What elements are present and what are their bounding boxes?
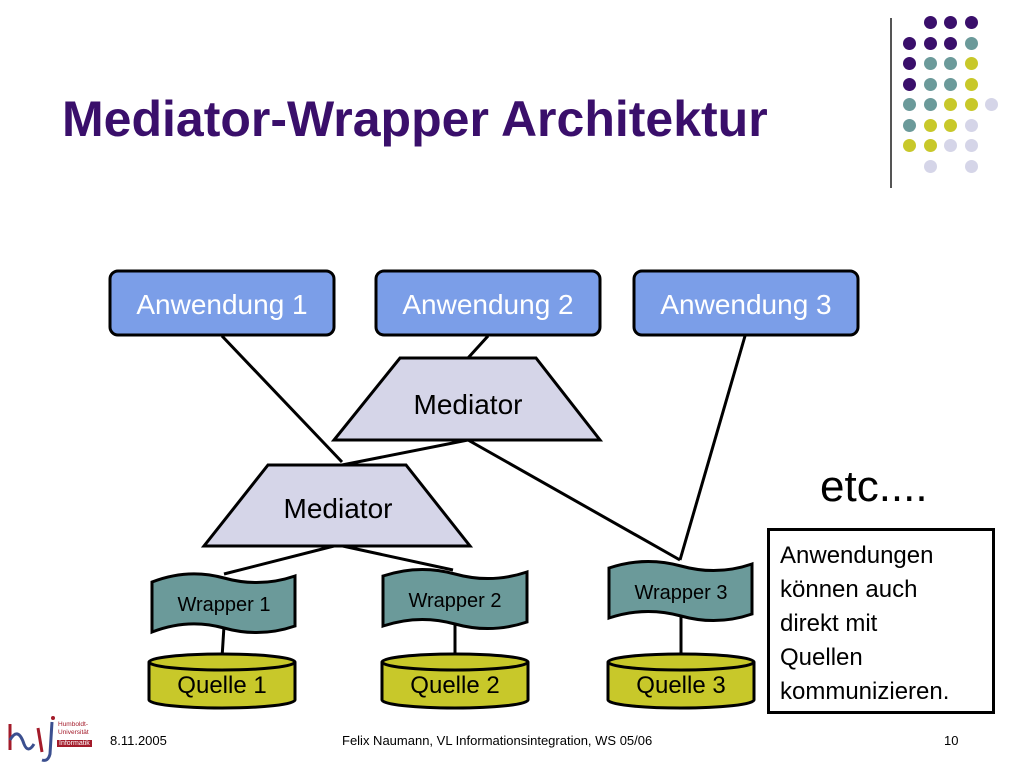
decorative-dot (944, 77, 957, 91)
application-3: Anwendung 3 (632, 269, 860, 337)
decorative-dot (944, 118, 957, 132)
note-line: Anwendungen (780, 542, 934, 569)
decorative-dot (944, 139, 957, 152)
decorative-dot (903, 57, 916, 70)
application-2-label: Anwendung 2 (402, 289, 573, 320)
note-line: können auch (780, 576, 918, 603)
slide-title: Mediator-Wrapper Architektur (62, 91, 768, 147)
decorative-dot (964, 118, 978, 132)
application-1-label: Anwendung 1 (136, 289, 307, 320)
etc-text: etc.... (820, 462, 928, 511)
decorative-dot (903, 98, 916, 111)
decorative-dot (923, 36, 937, 50)
decorative-dot (923, 57, 937, 70)
line-mediator1-mediator2 (341, 438, 469, 467)
decorative-dot (964, 98, 978, 111)
wrapper-3-label: Wrapper 3 (634, 582, 727, 604)
decorative-dot (944, 98, 957, 111)
note-line: direkt mit (780, 610, 878, 637)
mediator-upper-label: Mediator (414, 389, 523, 420)
note-box: Anwendungen können auch direkt mit Quell… (767, 528, 995, 714)
decorative-dot (923, 159, 937, 173)
decorative-dot (964, 139, 978, 152)
mediator-upper: Mediator (330, 356, 604, 442)
decorative-dot (964, 57, 978, 70)
line-app3-wrapper3 (678, 335, 747, 561)
logo-text-line2: Universität (58, 729, 89, 736)
decorative-dot (923, 16, 937, 29)
logo-text-line1: Humboldt- (58, 721, 88, 728)
decorative-dot (944, 57, 957, 70)
decorative-dot (944, 36, 957, 50)
decorative-dot (923, 77, 937, 91)
decorative-dot (923, 139, 937, 152)
decorative-dot (964, 36, 978, 50)
decorative-dot (964, 16, 978, 29)
wrapper-2: Wrapper 2 (381, 567, 529, 631)
wrapper-2-label: Wrapper 2 (408, 590, 501, 612)
decorative-dot (903, 118, 916, 132)
mediator-lower-label: Mediator (284, 493, 393, 524)
application-3-label: Anwendung 3 (660, 289, 831, 320)
university-logo (8, 716, 55, 762)
source-2: Quelle 2 (380, 652, 530, 710)
wrapper-1: Wrapper 1 (150, 572, 297, 635)
line-mediator2-wrapper2 (337, 543, 454, 572)
decorative-dot (964, 159, 978, 173)
source-3: Quelle 3 (606, 652, 756, 710)
decorative-dot (944, 16, 957, 29)
decorative-dot (923, 118, 937, 132)
wrapper-3: Wrapper 3 (607, 559, 754, 623)
decorative-dot (964, 77, 978, 91)
note-line: kommunizieren. (780, 678, 950, 705)
decorative-dot (985, 98, 998, 111)
mediator-lower: Mediator (200, 463, 474, 548)
logo-badge: Informatik (57, 740, 92, 747)
line-app2-mediator1 (466, 334, 490, 360)
connector-lines (220, 334, 747, 659)
source-3-label: Quelle 3 (636, 672, 725, 699)
application-1: Anwendung 1 (108, 269, 336, 337)
title-divider (890, 18, 892, 188)
footer-page-number: 10 (944, 733, 959, 748)
source-1: Quelle 1 (147, 652, 297, 710)
note-line: Quellen (780, 644, 863, 671)
decorative-dot (923, 98, 937, 111)
line-mediator2-wrapper1 (223, 543, 339, 576)
footer-center: Felix Naumann, VL Informationsintegratio… (342, 733, 653, 748)
decorative-dot (903, 77, 916, 91)
line-mediator1-wrapper3 (467, 438, 681, 562)
decorative-dot (903, 139, 916, 152)
wrapper-1-label: Wrapper 1 (177, 594, 270, 616)
decorative-dot (903, 36, 916, 50)
footer-date: 8.11.2005 (110, 733, 167, 748)
source-2-label: Quelle 2 (410, 672, 499, 699)
application-2: Anwendung 2 (374, 269, 602, 337)
source-1-label: Quelle 1 (177, 672, 266, 699)
line-app1-mediator2 (220, 334, 344, 464)
